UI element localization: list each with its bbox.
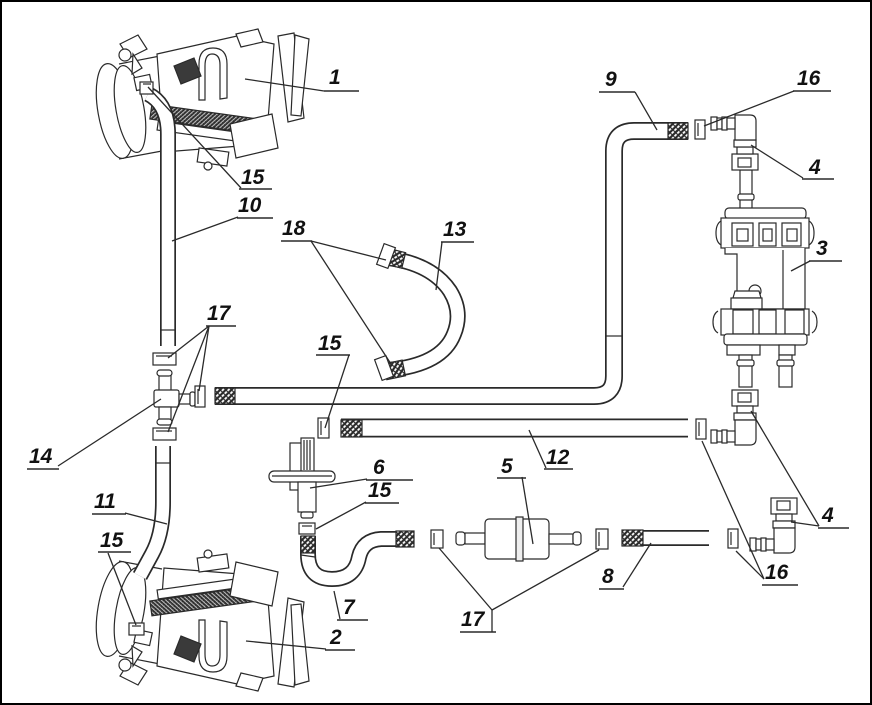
callout-7: 7 — [343, 596, 355, 619]
hose-13 — [382, 247, 466, 381]
hose-11 — [132, 446, 171, 580]
callout-13: 13 — [443, 218, 467, 241]
clamp-17-filter-left — [430, 529, 444, 549]
clamp-16-mid — [695, 418, 707, 440]
clamp-16-top — [694, 119, 706, 140]
clamp-17-filter-right — [595, 528, 609, 550]
clamp-15-upper-body — [139, 81, 154, 95]
valve-6 — [268, 437, 336, 519]
callout-1: 1 — [329, 66, 341, 89]
canister — [712, 169, 818, 388]
callout-8: 8 — [602, 565, 614, 588]
clamp-16-low — [727, 528, 739, 549]
callout-12: 12 — [546, 446, 570, 469]
elbow-4-low — [749, 497, 798, 554]
clamp-18-top — [375, 242, 397, 270]
hose-10 — [143, 86, 176, 346]
clamp-18-bottom — [373, 354, 395, 382]
clamp-15-hose12 — [317, 417, 330, 439]
callout-17-left: 17 — [207, 302, 231, 325]
hose-7 — [300, 530, 415, 588]
hose-8 — [621, 529, 709, 547]
callout-18: 18 — [282, 217, 306, 240]
callout-9: 9 — [605, 68, 617, 91]
throttle-body-upper — [89, 28, 310, 171]
callout-2: 2 — [330, 626, 342, 649]
callout-15-upper: 15 — [241, 166, 265, 189]
callout-3: 3 — [816, 237, 828, 260]
callout-15-lower: 15 — [100, 529, 124, 552]
callout-11: 11 — [94, 490, 116, 513]
clamp-15-lower-body — [128, 622, 145, 636]
callout-4-low: 4 — [822, 504, 834, 527]
clamp-17-b — [194, 385, 206, 408]
label-underlines — [27, 90, 849, 651]
callout-10: 10 — [238, 194, 262, 217]
callout-15-hose12: 15 — [318, 332, 342, 355]
elbow-4-top — [710, 114, 759, 171]
clamp-17-c — [152, 427, 177, 441]
leader-lines — [57, 78, 820, 650]
callout-15-valve: 15 — [368, 479, 392, 502]
hose-12 — [340, 418, 688, 438]
fuel-filter — [455, 516, 582, 562]
callout-14: 14 — [29, 445, 53, 468]
callout-16-low: 16 — [765, 561, 789, 584]
throttle-body-lower — [89, 549, 310, 692]
callout-16-top: 16 — [797, 67, 821, 90]
callout-6: 6 — [373, 456, 385, 479]
callout-17-filter: 17 — [461, 608, 485, 631]
callout-5: 5 — [501, 455, 513, 478]
clamp-15-valve — [298, 522, 316, 535]
elbow-4-mid — [710, 389, 759, 446]
callout-4-top: 4 — [809, 156, 821, 179]
hose-9 — [214, 122, 689, 405]
